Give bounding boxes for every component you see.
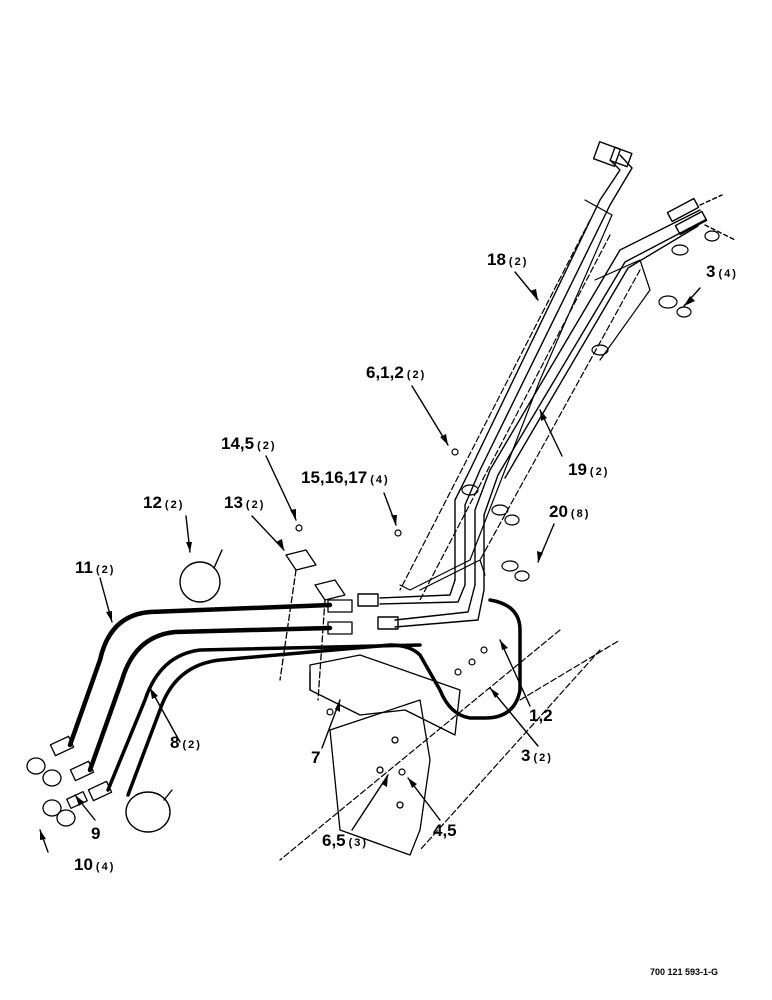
top-fittings [592, 141, 736, 241]
callout-7: 7 [311, 748, 321, 767]
callout-9: 9 [91, 824, 101, 843]
steel-tube-18 [454, 154, 633, 586]
callout-1-2: 1,2 [529, 706, 553, 725]
callout-12: 12(2) [143, 493, 185, 512]
tube-clamps [461, 230, 720, 582]
callout-11: 11(2) [75, 558, 116, 577]
callout-14-5: 14,5(2) [221, 434, 277, 453]
callout-6-5: 6,5(3) [322, 831, 369, 850]
callout-8: 8(2) [170, 733, 202, 752]
callout-6-1-2: 6,1,2(2) [366, 363, 427, 382]
callout-3-bottom: 3(2) [521, 746, 553, 765]
hose-11 [67, 602, 333, 773]
steel-tube-19 [474, 209, 706, 591]
frame-channel [279, 219, 641, 861]
callout-15-16-17: 15,16,17(4) [301, 468, 390, 487]
hose-end-fittings [26, 599, 353, 827]
figure-id: 700 121 593-1-G [650, 967, 719, 977]
callout-18: 18(2) [487, 250, 529, 269]
callout-4-5: 4,5 [433, 821, 457, 840]
short-tubes [357, 579, 485, 630]
plate-13 [279, 549, 346, 701]
callout-20: 20(8) [549, 502, 591, 521]
callout-19: 19(2) [568, 460, 610, 479]
callout-10: 10(4) [74, 855, 116, 874]
callout-13: 13(2) [224, 493, 266, 512]
tie-strap-12 [125, 549, 223, 833]
leader-lines [39, 271, 701, 853]
hose-8 [106, 598, 522, 797]
callout-3-top: 3(4) [706, 262, 738, 281]
leader-arrowheads [40, 289, 695, 840]
bolts [295, 448, 488, 776]
